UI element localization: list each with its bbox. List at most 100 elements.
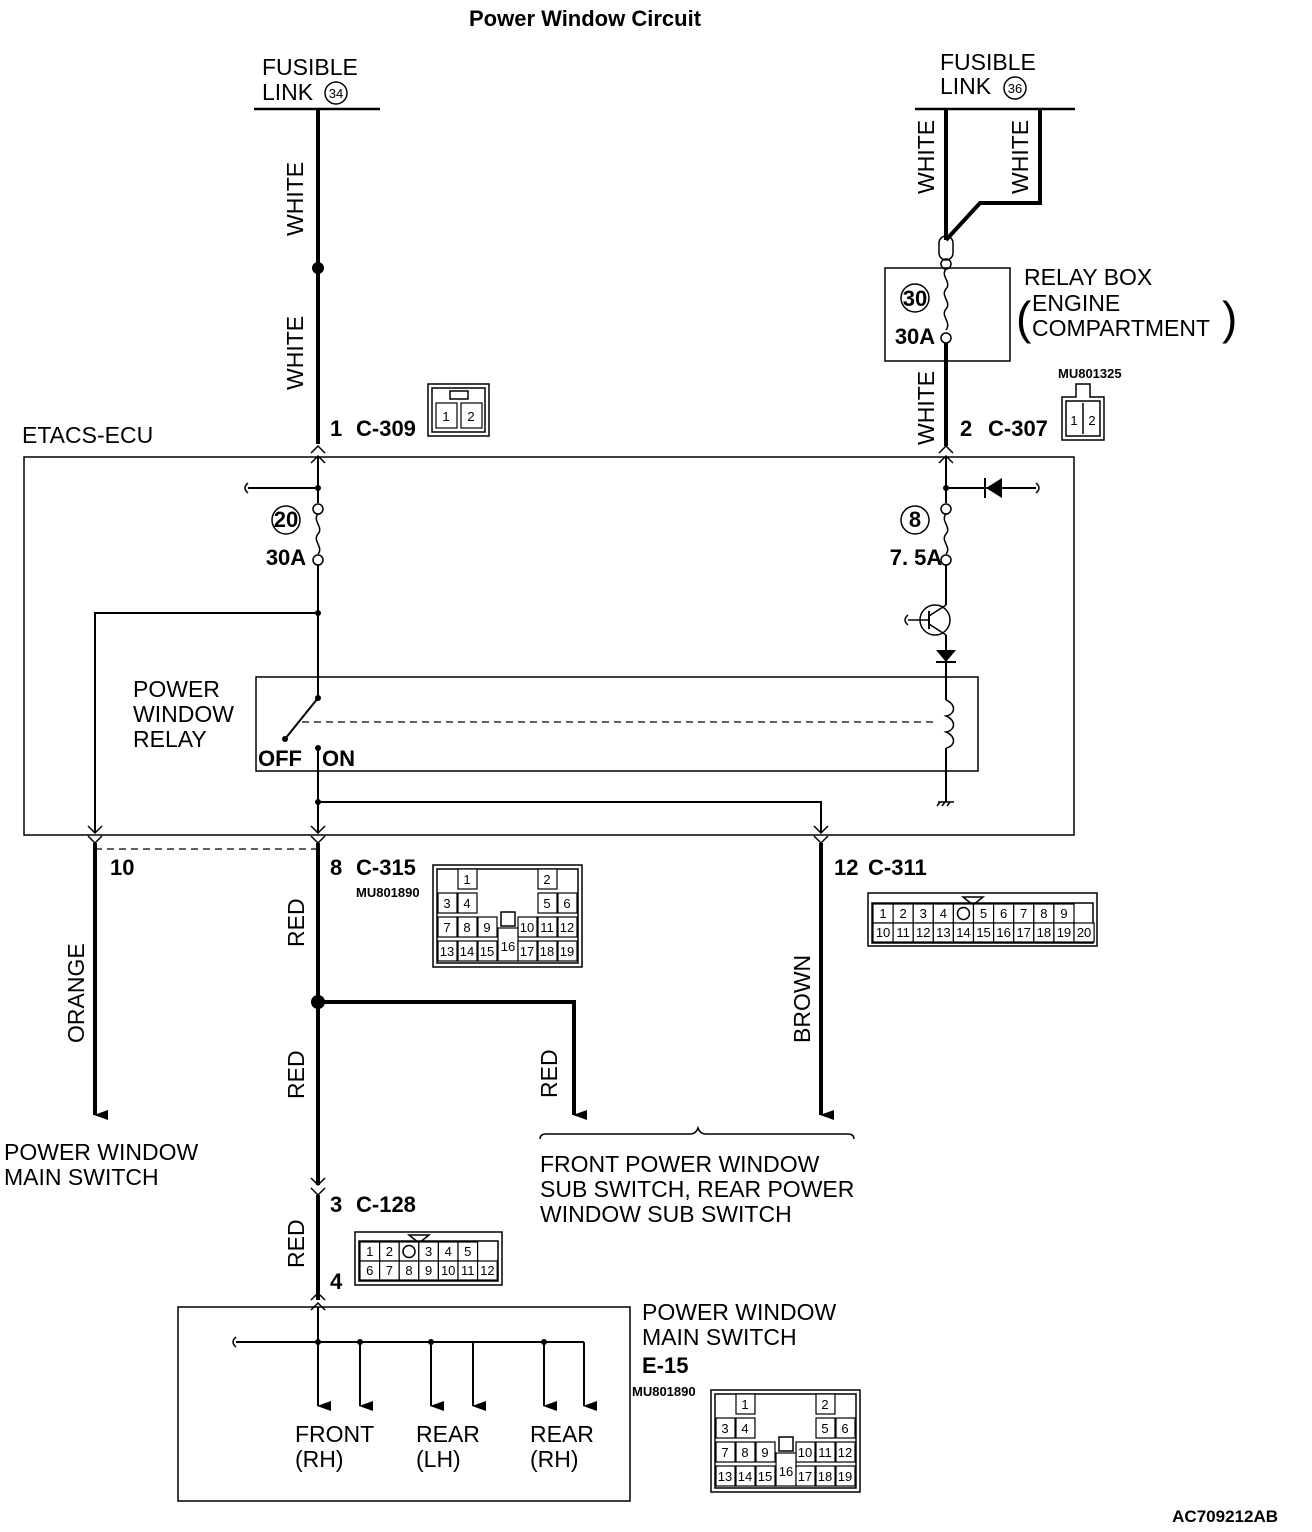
svg-text:6: 6 bbox=[563, 896, 570, 911]
sub-switch-label: SUB SWITCH, REAR POWER bbox=[540, 1176, 854, 1202]
connector-cell-label: 17 bbox=[1017, 925, 1031, 940]
svg-text:10: 10 bbox=[520, 920, 534, 935]
connector-cell-label: 2 bbox=[386, 1244, 393, 1259]
connector-cell-label: 10 bbox=[876, 925, 890, 940]
svg-text:19: 19 bbox=[560, 944, 574, 959]
connector-cell-label: 12 bbox=[916, 925, 930, 940]
connector-cell-label: 6 bbox=[1000, 906, 1007, 921]
connector-cell-label: 8 bbox=[1040, 906, 1047, 921]
wire-color-label: RED bbox=[283, 1050, 309, 1099]
connector-e15-label: E-15 bbox=[642, 1353, 688, 1378]
svg-text:10: 10 bbox=[798, 1445, 812, 1460]
connector-pin-number: 10 bbox=[110, 855, 134, 880]
svg-text:6: 6 bbox=[841, 1421, 848, 1436]
connector-cell-label: 1 bbox=[879, 906, 886, 921]
wire-color-label: WHITE bbox=[913, 120, 939, 194]
svg-text:14: 14 bbox=[460, 944, 474, 959]
svg-text:1: 1 bbox=[442, 409, 449, 424]
relay-box: 30 30A RELAY BOX ( ENGINE COMPARTMENT ) bbox=[884, 235, 1237, 446]
connector-pin-number: 4 bbox=[330, 1269, 343, 1294]
diagram-title: Power Window Circuit bbox=[469, 6, 702, 31]
svg-text:17: 17 bbox=[798, 1469, 812, 1484]
svg-text:2: 2 bbox=[543, 872, 550, 887]
svg-text:1: 1 bbox=[741, 1397, 748, 1412]
svg-text:8: 8 bbox=[741, 1445, 748, 1460]
connector-part-number: MU801890 bbox=[356, 885, 420, 900]
connector-e15-face: 1 2 3 4 5 6 7 8 9 10 11 12 13 14 15 16 1… bbox=[710, 1389, 861, 1493]
svg-text:7: 7 bbox=[721, 1445, 728, 1460]
output-label: (RH) bbox=[295, 1446, 344, 1472]
connector-pin-number: 12 bbox=[834, 855, 858, 880]
svg-text:4: 4 bbox=[463, 896, 470, 911]
wire-color-label: RED bbox=[536, 1049, 562, 1098]
svg-text:2: 2 bbox=[1088, 413, 1095, 428]
svg-text:13: 13 bbox=[440, 944, 454, 959]
wire-color-label: WHITE bbox=[282, 162, 308, 236]
fusible-link-label: FUSIBLE bbox=[940, 49, 1036, 75]
splice-point bbox=[312, 262, 324, 274]
svg-text:12: 12 bbox=[838, 1445, 852, 1460]
connector-cell-label: 6 bbox=[366, 1263, 373, 1278]
output-label: (LH) bbox=[416, 1446, 461, 1472]
svg-text:16: 16 bbox=[501, 939, 515, 954]
svg-text:1: 1 bbox=[1070, 413, 1077, 428]
relay-off-label: OFF bbox=[258, 746, 302, 771]
svg-text:17: 17 bbox=[520, 944, 534, 959]
svg-text:15: 15 bbox=[758, 1469, 772, 1484]
connector-c309-label: C-309 bbox=[356, 416, 416, 441]
connector-cell-label: 14 bbox=[956, 925, 970, 940]
power-window-relay: POWER WINDOW RELAY OFF ON bbox=[133, 676, 979, 772]
ecu-fuse-number: 8 bbox=[909, 507, 921, 532]
sub-switch-label: WINDOW SUB SWITCH bbox=[540, 1201, 792, 1227]
connector-cell-label: 1 bbox=[366, 1244, 373, 1259]
diagram-code: AC709212AB bbox=[1172, 1507, 1278, 1526]
connector-cell-label: 3 bbox=[920, 906, 927, 921]
connector-c309-face: 1 2 bbox=[427, 383, 490, 437]
connector-cell-label: 7 bbox=[1020, 906, 1027, 921]
svg-text:11: 11 bbox=[540, 920, 554, 935]
svg-text:9: 9 bbox=[761, 1445, 768, 1460]
relay-box-label: ENGINE bbox=[1032, 290, 1120, 316]
svg-text:7: 7 bbox=[443, 920, 450, 935]
connector-cell-label: 4 bbox=[445, 1244, 452, 1259]
brace bbox=[539, 1125, 855, 1140]
fusible-link-label: LINK bbox=[262, 79, 314, 105]
connector-cell-label: 9 bbox=[425, 1263, 432, 1278]
svg-text:11: 11 bbox=[818, 1445, 832, 1460]
fusible-link-label: FUSIBLE bbox=[262, 54, 358, 80]
connector-part-number: MU801890 bbox=[632, 1384, 696, 1399]
svg-text:13: 13 bbox=[718, 1469, 732, 1484]
svg-text:18: 18 bbox=[540, 944, 554, 959]
connector-cell-label: 11 bbox=[461, 1263, 475, 1278]
svg-text:12: 12 bbox=[560, 920, 574, 935]
ecu-right-circuit: 8 7. 5A bbox=[890, 457, 1040, 807]
connector-cell-label: 12 bbox=[480, 1263, 494, 1278]
relay-fuse-rating: 30A bbox=[895, 324, 935, 349]
svg-text:9: 9 bbox=[483, 920, 490, 935]
svg-text:1: 1 bbox=[463, 872, 470, 887]
svg-text:3: 3 bbox=[443, 896, 450, 911]
relay-label: RELAY bbox=[133, 726, 207, 752]
connector-cell-label: 4 bbox=[940, 906, 947, 921]
wire-color-label: RED bbox=[283, 898, 309, 947]
connector-cell-label: 20 bbox=[1077, 925, 1091, 940]
ecu-fuse-rating: 7. 5A bbox=[890, 545, 943, 570]
connector-c307-face: 1 2 bbox=[1061, 383, 1105, 441]
wire-color-label: WHITE bbox=[913, 371, 939, 445]
connector-cell-label: 16 bbox=[996, 925, 1010, 940]
connector-pin-number: 2 bbox=[960, 416, 972, 441]
wire-color-label: WHITE bbox=[282, 316, 308, 390]
svg-text:19: 19 bbox=[838, 1469, 852, 1484]
main-switch-label: POWER WINDOW bbox=[4, 1139, 198, 1165]
wire-color-label: ORANGE bbox=[63, 943, 89, 1043]
svg-text:5: 5 bbox=[821, 1421, 828, 1436]
relay-label: WINDOW bbox=[133, 701, 234, 727]
connector-cell-label: 5 bbox=[464, 1244, 471, 1259]
svg-text:5: 5 bbox=[543, 896, 550, 911]
main-switch-box: FRONT (RH) REAR (LH) REAR (RH) bbox=[177, 1306, 631, 1502]
connector-cell-label: 18 bbox=[1037, 925, 1051, 940]
connector-pin-number: 8 bbox=[330, 855, 342, 880]
